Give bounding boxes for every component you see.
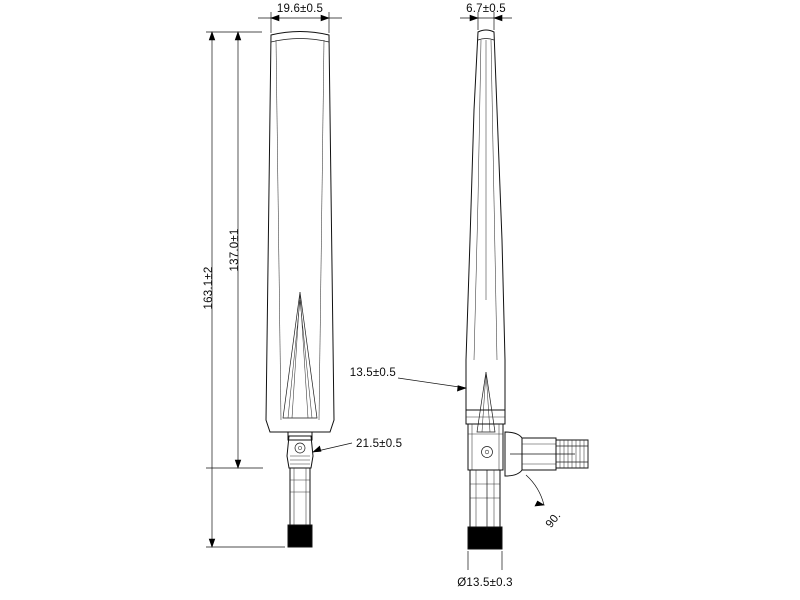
side-view: 6.7±0.5 13.5±0.5 90. Ø13.5±0.3 bbox=[350, 3, 589, 589]
dimension-side-width-top: 6.7±0.5 bbox=[460, 3, 512, 30]
dim-label-side-angle: 90. bbox=[544, 510, 564, 530]
dimension-side-width-hinge: 13.5±0.5 bbox=[350, 367, 467, 392]
dimension-front-length-overall: 163.1±2 bbox=[203, 31, 216, 548]
dim-label-side-width-hinge: 13.5±0.5 bbox=[350, 367, 396, 379]
dim-label-front-width-top: 19.6±0.5 bbox=[277, 3, 323, 15]
front-view: 19.6±0.5 137.0±1 163.1±2 bbox=[203, 3, 402, 548]
dimension-front-length-body: 137.0±1 bbox=[229, 31, 242, 469]
dim-label-front-length-overall: 163.1±2 bbox=[203, 267, 215, 310]
dim-label-front-width-base: 21.5±0.5 bbox=[356, 438, 402, 450]
dim-label-side-width-top: 6.7±0.5 bbox=[466, 3, 506, 15]
dimension-front-width-top: 19.6±0.5 bbox=[258, 3, 342, 33]
dimension-front-width-base: 21.5±0.5 bbox=[312, 438, 402, 453]
dim-label-side-thread-diameter: Ø13.5±0.3 bbox=[457, 577, 512, 589]
dimension-side-thread-diameter: Ø13.5±0.3 bbox=[457, 551, 513, 589]
dim-label-front-length-body: 137.0±1 bbox=[229, 229, 241, 272]
